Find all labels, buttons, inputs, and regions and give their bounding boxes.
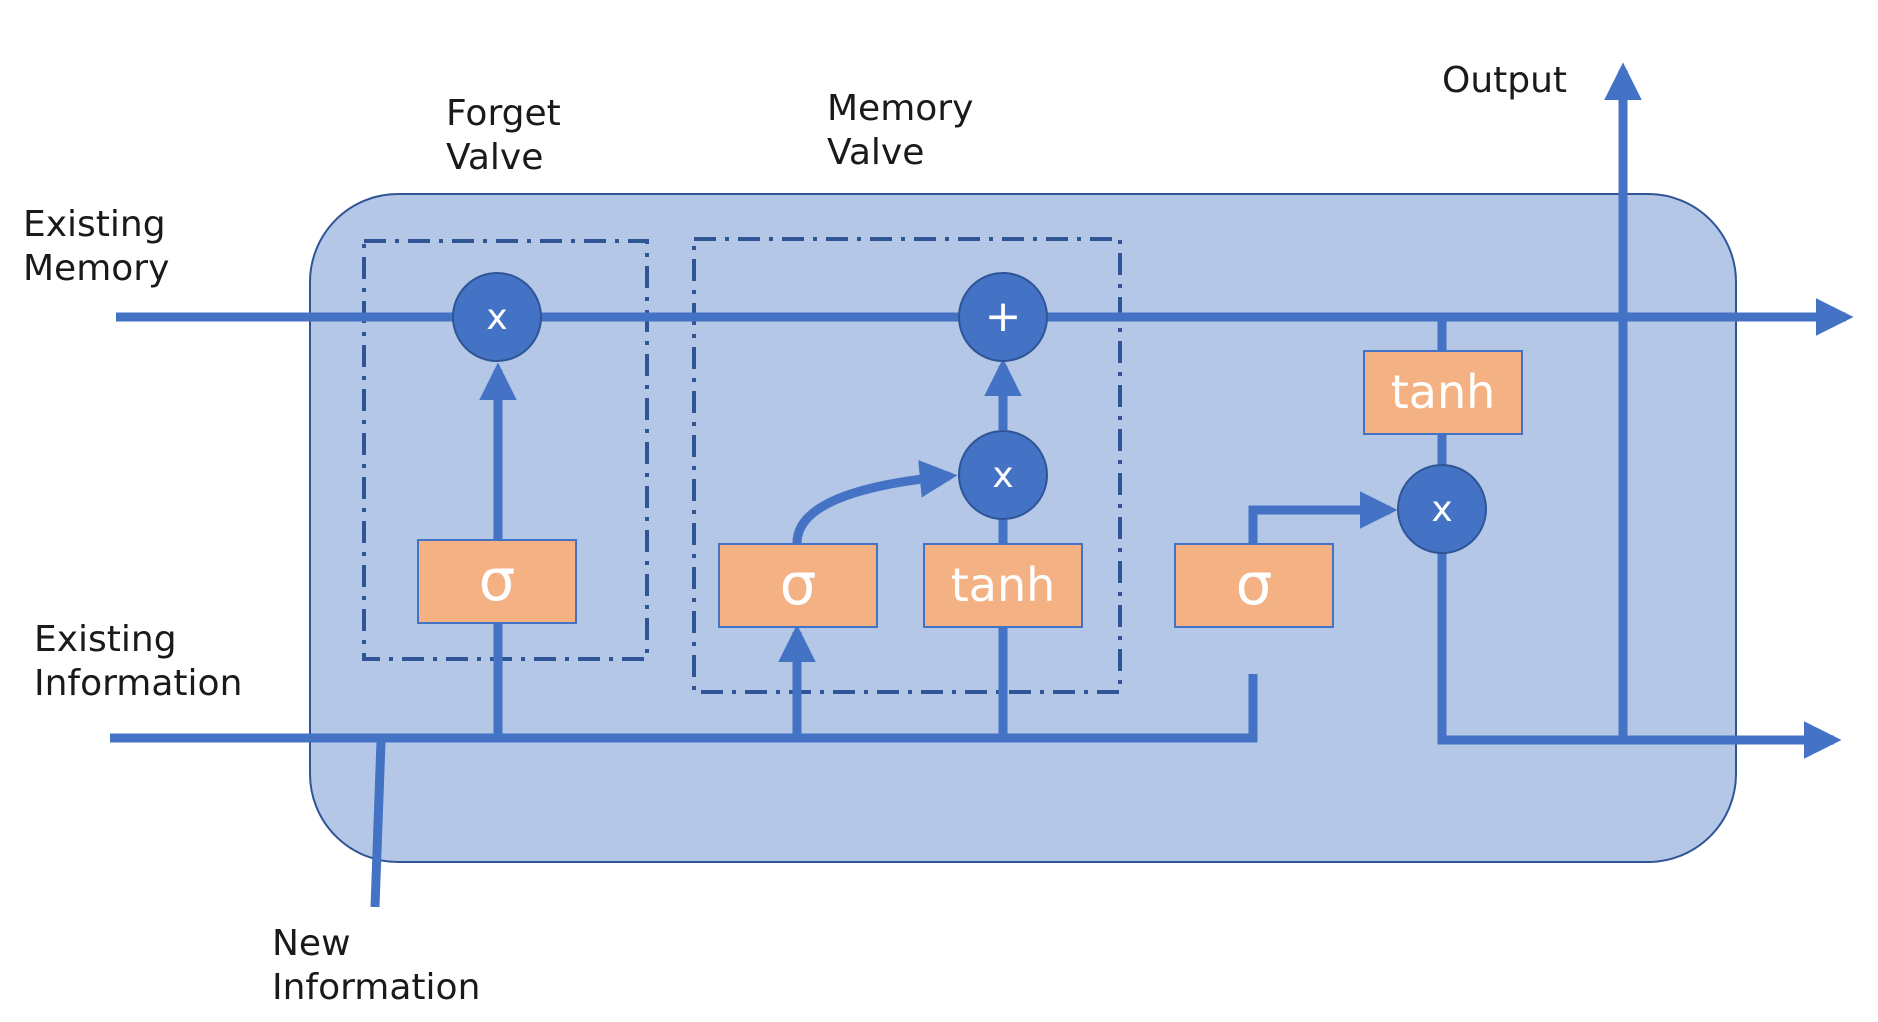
output-multiply-symbol: x <box>1431 489 1452 530</box>
memory-valve-label-line2: Valve <box>827 132 925 173</box>
forget-valve-label-line2: Valve <box>446 137 544 178</box>
memory-multiply-operator: x <box>958 430 1048 520</box>
hidden-state-line <box>110 674 1258 743</box>
forget-multiply-symbol: x <box>486 297 507 338</box>
output-multiply-operator: x <box>1397 464 1487 554</box>
output-tanh-label: tanh <box>1391 365 1496 419</box>
existing-memory-label-line1: Existing <box>23 204 166 245</box>
output-sigma-label: σ <box>1236 550 1273 618</box>
output-sigma-gate: σ <box>1174 543 1334 628</box>
forget-sigma-label: σ <box>479 546 516 614</box>
memory-multiply-symbol: x <box>992 455 1013 496</box>
forget-multiply-operator: x <box>452 272 542 362</box>
existing-information-label: Existing Information <box>34 618 242 706</box>
existing-information-label-line2: Information <box>34 663 243 704</box>
memory-valve-label: Memory Valve <box>827 87 973 175</box>
output-hidden-state-line <box>1437 552 1842 759</box>
new-information-label-line2: Information <box>272 967 481 1008</box>
existing-memory-label-line2: Memory <box>23 248 170 289</box>
memory-sigma-curved-arrow <box>792 459 958 544</box>
memory-tanh-label: tanh <box>951 558 1056 612</box>
output-label: Output <box>1442 59 1567 103</box>
new-information-line <box>370 740 386 908</box>
forget-valve-label: Forget Valve <box>446 92 561 180</box>
memory-add-operator: + <box>958 272 1048 362</box>
existing-memory-label: Existing Memory <box>23 203 169 291</box>
existing-information-label-line1: Existing <box>34 619 177 660</box>
memory-tanh-gate: tanh <box>923 543 1083 628</box>
memory-valve-label-line1: Memory <box>827 88 974 129</box>
forget-valve-label-line1: Forget <box>446 93 561 134</box>
memory-sigma-gate: σ <box>718 543 878 628</box>
memory-add-symbol: + <box>985 291 1022 342</box>
new-information-label-line1: New <box>272 923 351 964</box>
forget-valve-box <box>362 239 649 661</box>
output-tanh-gate: tanh <box>1363 350 1523 435</box>
memory-sigma-label: σ <box>780 550 817 618</box>
new-information-label: New Information <box>272 922 480 1010</box>
output-label-text: Output <box>1442 60 1568 101</box>
output-sigma-to-multiply-arrow <box>1248 491 1398 543</box>
forget-sigma-gate: σ <box>417 539 577 624</box>
